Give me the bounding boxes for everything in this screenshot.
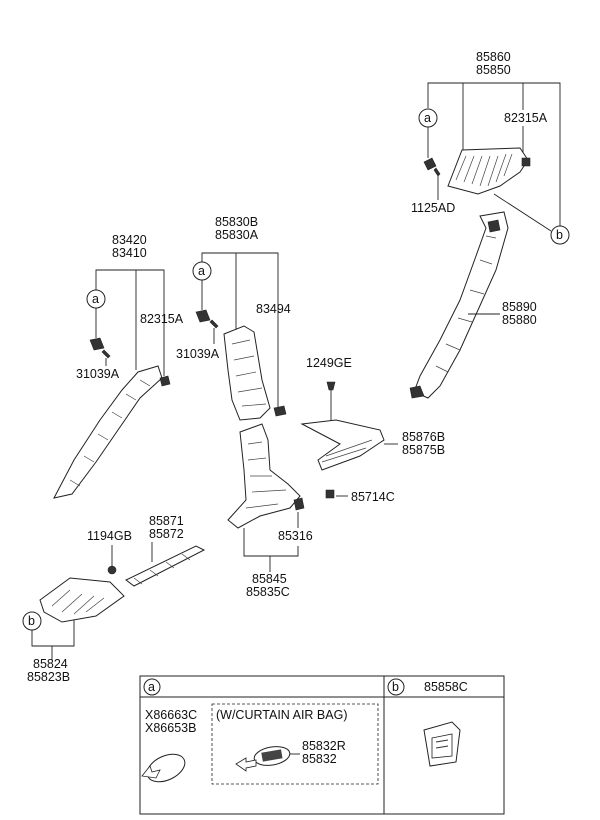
legend-b-text: b <box>392 680 399 694</box>
label-85824: 85824 <box>33 657 68 671</box>
callout-a-text-2: a <box>92 292 99 306</box>
label-85835C: 85835C <box>246 585 290 599</box>
label-85316: 85316 <box>278 529 313 543</box>
callout-a-text: a <box>424 111 431 125</box>
center-pillar-upper-group: 85830B 85830A a 83494 31039A <box>176 215 291 421</box>
label-85880: 85880 <box>502 313 537 327</box>
label-1125AD: 1125AD <box>411 201 455 215</box>
label-83494: 83494 <box>256 302 291 316</box>
label-85872: 85872 <box>149 527 184 541</box>
legend-curtain-note: (W/CURTAIN AIR BAG) <box>216 708 348 722</box>
callout-b-text: b <box>556 228 563 242</box>
rear-upper-trim-group: 85860 85850 a 82315A 1125AD b <box>411 50 570 245</box>
center-pillar-upper-part <box>223 325 271 421</box>
leader-85860 <box>427 82 561 226</box>
legend-table: a b 85858C X86663C X86653B (W/CURTAIN AI… <box>139 675 505 815</box>
sill-strip-group: 85871 85872 1194GB <box>87 514 206 587</box>
kick-panel-group: b 85824 85823B <box>22 577 125 684</box>
label-85871: 85871 <box>149 514 184 528</box>
legend-part-85832: 85832 <box>302 752 337 766</box>
label-85850: 85850 <box>476 63 511 77</box>
front-pillar-group: 83420 83410 a 82315A 31039A <box>53 233 184 499</box>
label-85830B: 85830B <box>215 215 258 229</box>
label-31039A-mid: 31039A <box>176 347 220 361</box>
label-85845: 85845 <box>252 572 287 586</box>
clip-a-icon <box>423 157 437 171</box>
center-pillar-lower-group: 85316 85845 85835C <box>227 423 313 599</box>
label-1249GE: 1249GE <box>306 356 352 370</box>
callout-a-text-3: a <box>198 264 205 278</box>
clip-a-icon-2 <box>89 337 105 351</box>
legend-part-X86653B: X86653B <box>145 721 196 735</box>
label-85860: 85860 <box>476 50 511 64</box>
callout-b-circle <box>550 225 570 245</box>
label-85823B: 85823B <box>27 670 70 684</box>
legend-b-part: 85858C <box>424 680 468 694</box>
nut-85714C-icon <box>325 489 335 499</box>
front-pillar-trim-part <box>53 365 163 499</box>
label-85714C: 85714C <box>351 490 395 504</box>
scuff-trim-group: 1249GE 85876B 85875B 85714C <box>300 356 445 504</box>
label-82315A-left: 82315A <box>140 312 184 326</box>
legend-part-85832R: 85832R <box>302 739 346 753</box>
rear-pillar-trim-part <box>413 211 509 399</box>
rear-pillar-group: 85890 85880 <box>409 211 537 399</box>
screw-1249GE-icon <box>326 381 336 391</box>
curtain-airbag-box <box>211 703 379 785</box>
label-85830A: 85830A <box>215 228 259 242</box>
label-83420: 83420 <box>112 233 147 247</box>
legend-part-X86663C: X86663C <box>145 708 197 722</box>
scuff-trim-part <box>300 419 385 471</box>
bolt-1194GB-icon <box>107 565 117 575</box>
label-85890: 85890 <box>502 300 537 314</box>
sill-strip-part <box>125 545 206 587</box>
label-83410: 83410 <box>112 246 147 260</box>
label-85876B: 85876B <box>402 430 445 444</box>
legend-a-circle <box>143 678 161 696</box>
legend-b-circle <box>387 678 405 696</box>
label-31039A-left: 31039A <box>76 367 120 381</box>
callout-b-text-2: b <box>28 614 35 628</box>
clip-82315A-icon <box>521 157 531 167</box>
label-82315A-right: 82315A <box>504 111 548 125</box>
kick-panel-part <box>39 577 125 623</box>
legend-a-text: a <box>148 680 155 694</box>
clip-a-icon-3 <box>195 309 211 323</box>
label-1194GB: 1194GB <box>87 529 132 543</box>
label-85875B: 85875B <box>402 443 445 457</box>
